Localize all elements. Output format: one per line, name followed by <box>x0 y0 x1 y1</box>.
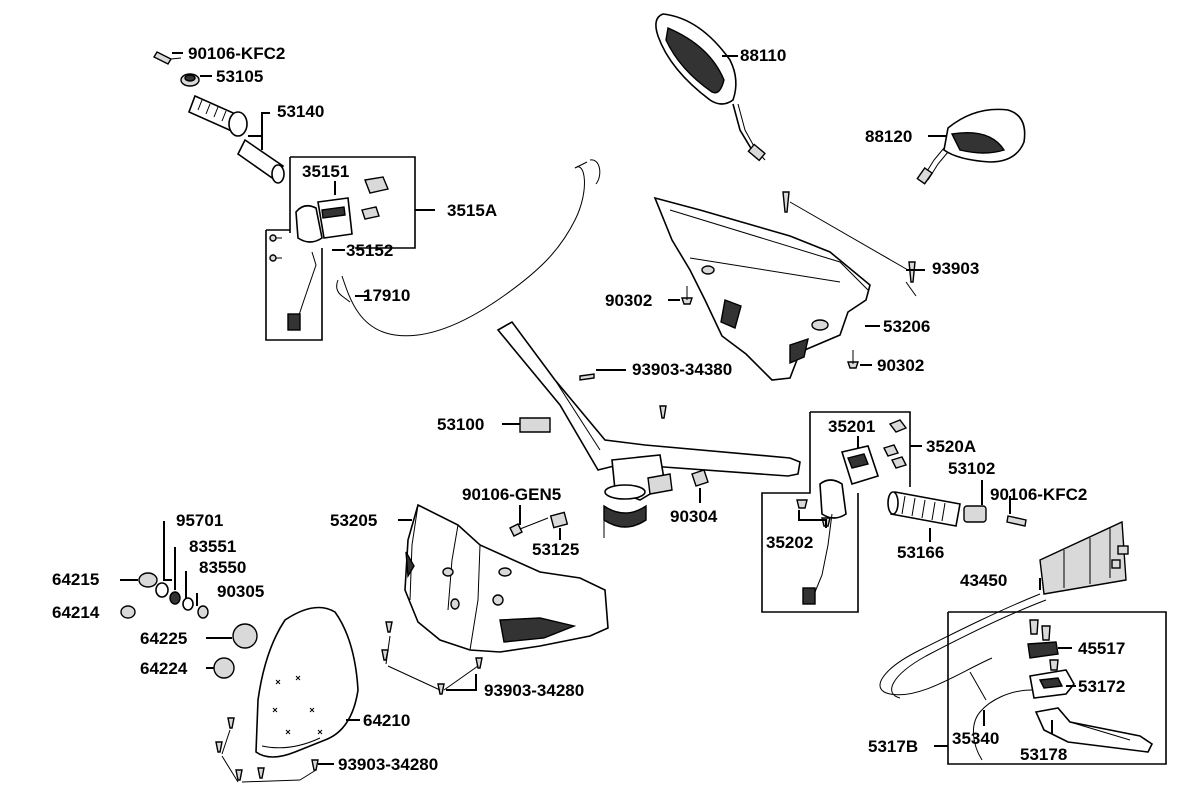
label-93903: 93903 <box>932 259 979 278</box>
label-93903-34380: 93903-34380 <box>632 360 732 379</box>
switch-housing-35152 <box>295 204 323 243</box>
label-35152: 35152 <box>346 241 393 260</box>
washers-and-nuts <box>138 572 209 619</box>
label-90304: 90304 <box>670 507 718 526</box>
label-90302-a: 90302 <box>605 291 652 310</box>
label-35201: 35201 <box>828 417 875 436</box>
windscreen-64210 <box>255 606 359 758</box>
label-43450: 43450 <box>960 571 1007 590</box>
screw-90106-kfc2-top <box>153 51 182 65</box>
switch-housing-35151 <box>317 176 389 239</box>
label-90302-b: 90302 <box>877 356 924 375</box>
cap-53105 <box>180 73 200 87</box>
group-box-3515a <box>290 156 416 249</box>
mirror-88110 <box>655 13 766 162</box>
cable-35340 <box>969 671 1033 761</box>
label-35202: 35202 <box>766 533 813 552</box>
collar-53125 <box>549 511 569 529</box>
label-45517: 45517 <box>1078 639 1125 658</box>
label-3515a: 3515A <box>447 201 497 220</box>
screws-93903-34380 <box>579 373 667 419</box>
label-53166: 53166 <box>897 543 944 562</box>
label-90106-gen5: 90106-GEN5 <box>462 485 561 504</box>
label-53140: 53140 <box>277 102 324 121</box>
screws-93903-34280-a <box>381 621 483 695</box>
label-64225: 64225 <box>140 629 187 648</box>
switch-housing-35202 <box>796 479 847 605</box>
front-handlebar-cover-53205 <box>404 503 609 653</box>
label-53125: 53125 <box>532 540 579 559</box>
label-53178: 53178 <box>1020 745 1067 764</box>
label-95701: 95701 <box>176 511 223 530</box>
label-35151: 35151 <box>302 162 349 181</box>
label-88120: 88120 <box>865 127 912 146</box>
label-53205: 53205 <box>330 511 377 530</box>
bolt-90106-gen5 <box>509 517 549 537</box>
switch-wire-harness <box>269 234 317 331</box>
rear-handlebar-cover-53206 <box>653 196 871 381</box>
label-88110: 88110 <box>740 46 786 65</box>
label-64224: 64224 <box>140 659 188 678</box>
nut-90304 <box>691 469 709 487</box>
handlebar-53100 <box>496 320 801 538</box>
label-5317b: 5317B <box>868 737 918 756</box>
label-83550: 83550 <box>199 558 246 577</box>
label-93903-34280-a: 93903-34280 <box>484 681 584 700</box>
label-90106-kfc2-right: 90106-KFC2 <box>990 485 1087 504</box>
emblem-64224 <box>213 657 235 679</box>
label-17910: 17910 <box>363 286 410 305</box>
label-83551: 83551 <box>189 537 236 556</box>
label-53100: 53100 <box>437 415 484 434</box>
emblem-64225 <box>232 623 258 649</box>
screw-90302-a <box>681 286 693 305</box>
label-64215: 64215 <box>52 570 99 589</box>
label-90305: 90305 <box>217 582 264 601</box>
label-53105: 53105 <box>216 67 263 86</box>
label-53206: 53206 <box>883 317 930 336</box>
label-35340: 35340 <box>952 729 999 748</box>
label-64210: 64210 <box>363 711 410 730</box>
screw-90106-kfc2-right <box>1006 515 1027 527</box>
lever-holder-53172 <box>1029 659 1075 699</box>
group-box-3520a <box>810 411 911 487</box>
label-93903-34280-b: 93903-34280 <box>338 755 438 774</box>
label-3520a: 3520A <box>926 437 976 456</box>
group-box-5317b <box>947 611 1167 765</box>
label-90106-kfc2-top: 90106-KFC2 <box>188 44 285 63</box>
grip-53166 <box>887 491 987 527</box>
clamp-45517 <box>1027 619 1059 659</box>
mirror-88120 <box>916 108 1026 185</box>
label-53172: 53172 <box>1078 677 1125 696</box>
throttle-cable-17910 <box>341 159 601 337</box>
switch-housing-35201 <box>840 419 908 485</box>
cable-43450 <box>879 520 1129 699</box>
screw-90302-b <box>847 350 859 369</box>
screws-93903 <box>782 191 917 297</box>
throttle-grip-53140 <box>187 94 285 184</box>
cap-64214 <box>120 605 136 619</box>
screws-93903-34280-b <box>215 717 319 783</box>
label-64214: 64214 <box>52 603 100 622</box>
label-53102: 53102 <box>948 459 995 478</box>
